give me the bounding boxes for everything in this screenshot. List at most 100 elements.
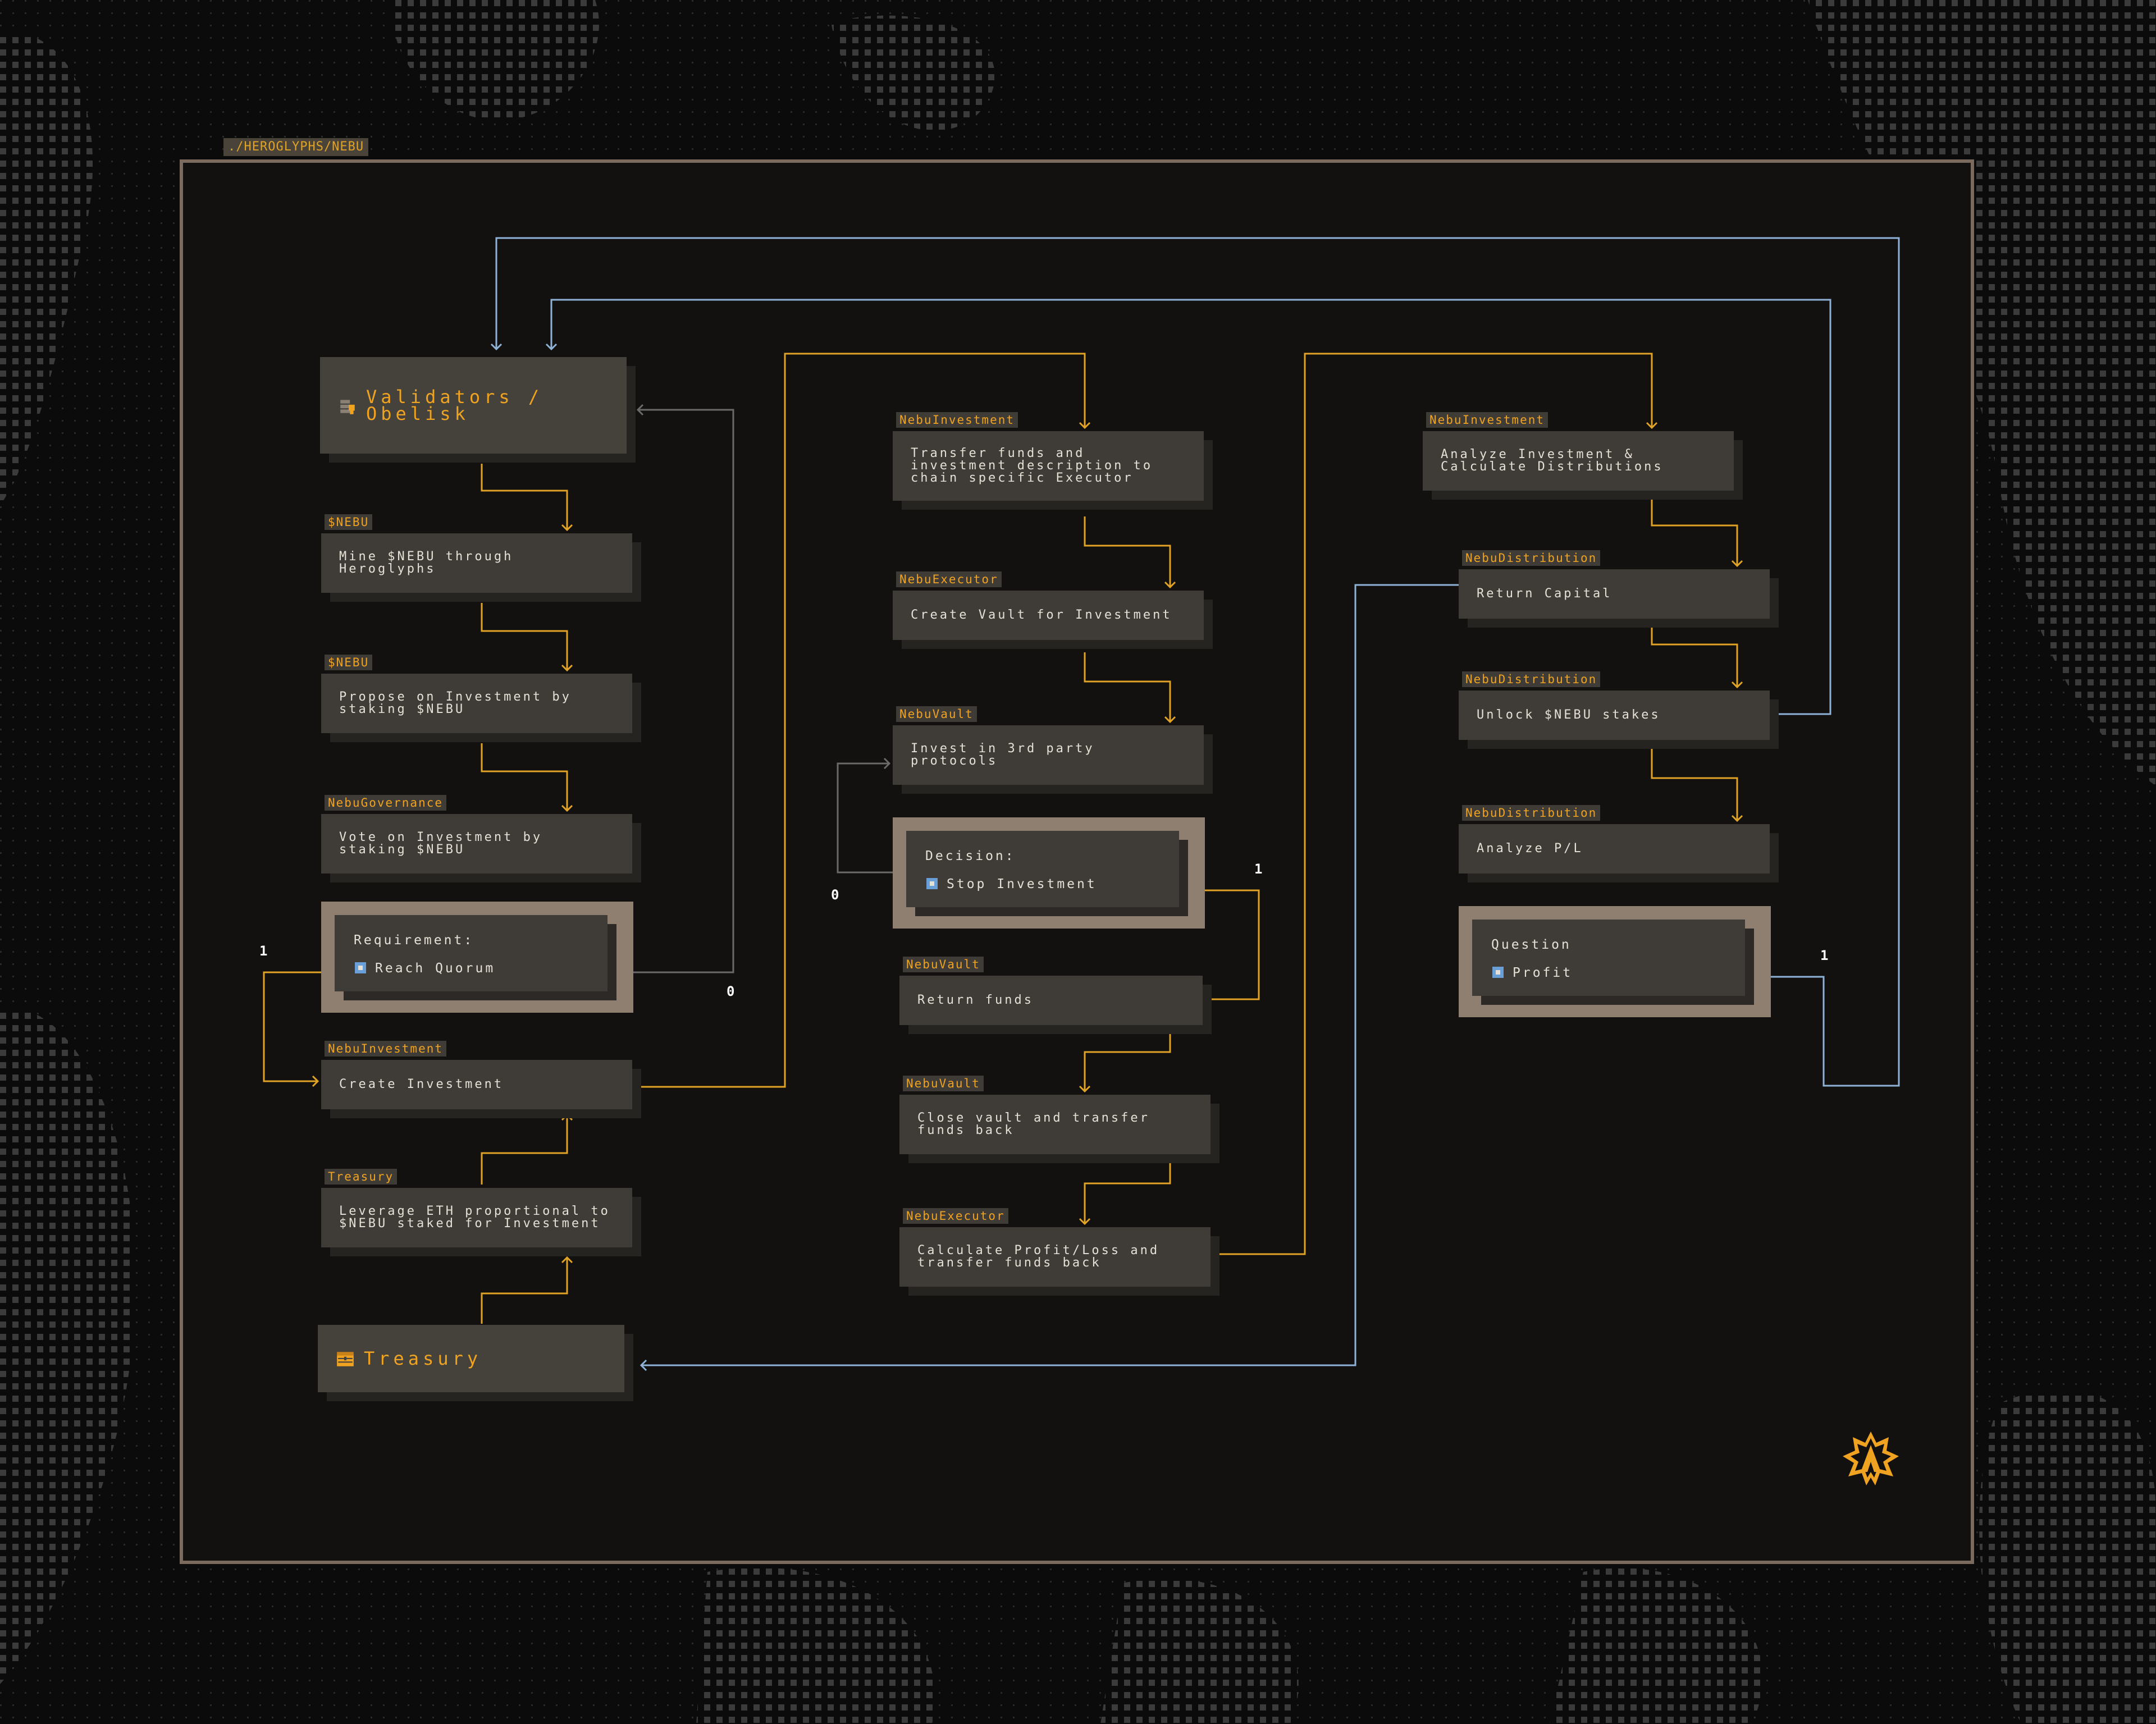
step-node-create-investment[interactable]: NebuInvestment Create Investment: [321, 1041, 641, 1118]
step-node-close-vault[interactable]: NebuVault Close vault and transfer funds…: [899, 1076, 1219, 1163]
step-tag: NebuVault: [896, 706, 977, 722]
wire-close-to-calculate: [1079, 1156, 1171, 1225]
wire-return-capital-to-unlock: [1651, 618, 1743, 689]
question-item: Profit: [1513, 966, 1573, 980]
step-node-mine-nebu[interactable]: $NEBU Mine $NEBU through Heroglyphs: [321, 514, 641, 602]
validators-coins-icon: [340, 400, 355, 414]
step-node-analyze-investment[interactable]: NebuInvestment Analyze Investment & Calc…: [1423, 412, 1743, 500]
step-text: Invest in 3rd party protocols: [911, 742, 1095, 768]
arrowhead-icon: [561, 524, 573, 532]
requirement-branch-true-label: 1: [259, 943, 268, 959]
step-tag: NebuVault: [903, 957, 984, 972]
decision-title: Decision:: [925, 849, 1016, 863]
step-node-analyze-pl[interactable]: NebuDistribution Analyze P/L: [1459, 805, 1779, 882]
arrowhead-icon: [561, 1256, 573, 1264]
step-tag: NebuExecutor: [896, 571, 1002, 587]
step-text: Transfer funds and investment descriptio…: [911, 446, 1153, 485]
arrowhead-icon: [561, 804, 573, 812]
step-text: Unlock $NEBU stakes: [1477, 708, 1661, 722]
wire-return-capital-to-treasury: [640, 584, 1459, 1371]
question-condition-node[interactable]: Question Profit: [1459, 906, 1771, 1017]
wire-leverage-to-create: [481, 1113, 573, 1185]
step-text: Return Capital: [1477, 587, 1613, 601]
wire-calculate-to-analyze: [1212, 353, 1658, 1255]
arrowhead-icon: [636, 404, 644, 416]
arrowhead-icon: [1731, 815, 1743, 822]
step-node-unlock-stakes[interactable]: NebuDistribution Unlock $NEBU stakes: [1459, 671, 1779, 749]
decision-item: Stop Investment: [947, 877, 1097, 891]
step-text: Leverage ETH proportional to $NEBU stake…: [339, 1204, 610, 1231]
step-tag: NebuDistribution: [1462, 805, 1601, 821]
wire-mine-to-propose: [481, 603, 573, 672]
requirement-condition-node[interactable]: Requirement: Reach Quorum: [321, 902, 633, 1013]
arrowhead-icon: [640, 1359, 647, 1371]
step-tag: NebuExecutor: [903, 1208, 1008, 1224]
step-node-calculate-pl[interactable]: NebuExecutor Calculate Profit/Loss and t…: [899, 1208, 1219, 1296]
step-node-transfer-funds[interactable]: NebuInvestment Transfer funds and invest…: [893, 412, 1213, 510]
step-node-leverage-eth[interactable]: Treasury Leverage ETH proportional to $N…: [321, 1169, 641, 1256]
arrowhead-icon: [1731, 681, 1743, 689]
wire-decision-false-to-invest: [837, 757, 893, 874]
step-tag: NebuDistribution: [1462, 550, 1601, 566]
step-node-propose-investment[interactable]: $NEBU Propose on Investment by staking $…: [321, 655, 641, 742]
step-node-create-vault[interactable]: NebuExecutor Create Vault for Investment: [893, 571, 1213, 649]
validators-title: Validators / Obelisk: [366, 386, 543, 424]
wire-requirement-false-to-validators: [633, 404, 734, 973]
arrowhead-icon: [561, 664, 573, 672]
requirement-title: Requirement:: [354, 933, 474, 948]
step-node-return-capital[interactable]: NebuDistribution Return Capital: [1459, 550, 1779, 628]
wire-treasury-to-leverage: [481, 1256, 573, 1324]
arrowhead-icon: [1731, 560, 1743, 568]
arrowhead-icon: [1646, 422, 1658, 429]
step-text: Create Vault for Investment: [911, 608, 1172, 622]
treasury-main-node[interactable]: Treasury: [318, 1325, 633, 1401]
wire-unlock-to-validators: [545, 299, 1831, 715]
step-text: Return funds: [917, 993, 1034, 1007]
treasury-chest-icon: [337, 1352, 354, 1366]
step-tag: $NEBU: [325, 655, 373, 670]
step-tag: NebuInvestment: [1426, 412, 1549, 428]
step-text: Analyze P/L: [1477, 842, 1583, 856]
step-text: Propose on Investment by staking $NEBU: [339, 690, 572, 716]
validators-node[interactable]: Validators / Obelisk: [320, 357, 636, 463]
requirement-branch-false-label: 0: [727, 984, 736, 999]
decision-condition-node[interactable]: Decision: Stop Investment: [893, 817, 1205, 929]
arrowhead-icon: [312, 1075, 319, 1087]
wire-analyze-to-return-capital: [1651, 500, 1743, 568]
step-text: Close vault and transfer funds back: [917, 1111, 1150, 1137]
decision-branch-false-label: 0: [831, 887, 840, 903]
path-breadcrumb: ./HEROGLYPHS/NEBU: [223, 138, 369, 156]
question-title: Question: [1491, 938, 1572, 952]
checkbox-icon: [926, 878, 938, 889]
arrowhead-icon: [1079, 422, 1091, 429]
step-tag: NebuInvestment: [896, 412, 1018, 428]
treasury-main-title: Treasury: [364, 1348, 482, 1369]
wire-unlock-to-analyze-pl: [1651, 748, 1743, 822]
step-node-return-funds[interactable]: NebuVault Return funds: [899, 957, 1212, 1034]
arrowhead-icon: [1164, 716, 1176, 724]
wire-requirement-true-to-create: [263, 971, 321, 1087]
arrowhead-icon: [490, 343, 503, 351]
checkbox-icon: [355, 962, 366, 973]
step-tag: NebuDistribution: [1462, 671, 1601, 687]
step-tag: Treasury: [325, 1169, 398, 1185]
requirement-item: Reach Quorum: [375, 961, 496, 976]
arrowhead-icon: [1079, 1218, 1091, 1225]
step-node-vote-investment[interactable]: NebuGovernance Vote on Investment by sta…: [321, 795, 641, 882]
wire-validators-to-mine: [481, 464, 573, 532]
checkbox-icon: [1492, 967, 1504, 978]
nebu-logo-icon: [1843, 1432, 1899, 1485]
step-text: Vote on Investment by staking $NEBU: [339, 830, 543, 857]
arrowhead-icon: [883, 757, 891, 770]
step-tag: NebuInvestment: [325, 1041, 447, 1057]
wire-return-to-close: [1079, 1030, 1171, 1093]
step-text: Create Investment: [339, 1077, 504, 1091]
wire-transfer-to-vault: [1084, 516, 1176, 589]
wire-question-true-to-validators: [490, 237, 1900, 1087]
step-text: Analyze Investment & Calculate Distribut…: [1441, 447, 1664, 474]
step-tag: $NEBU: [325, 514, 373, 530]
wire-propose-to-vote: [481, 743, 573, 812]
step-node-invest-protocols[interactable]: NebuVault Invest in 3rd party protocols: [893, 706, 1213, 794]
question-branch-true-label: 1: [1820, 948, 1829, 963]
